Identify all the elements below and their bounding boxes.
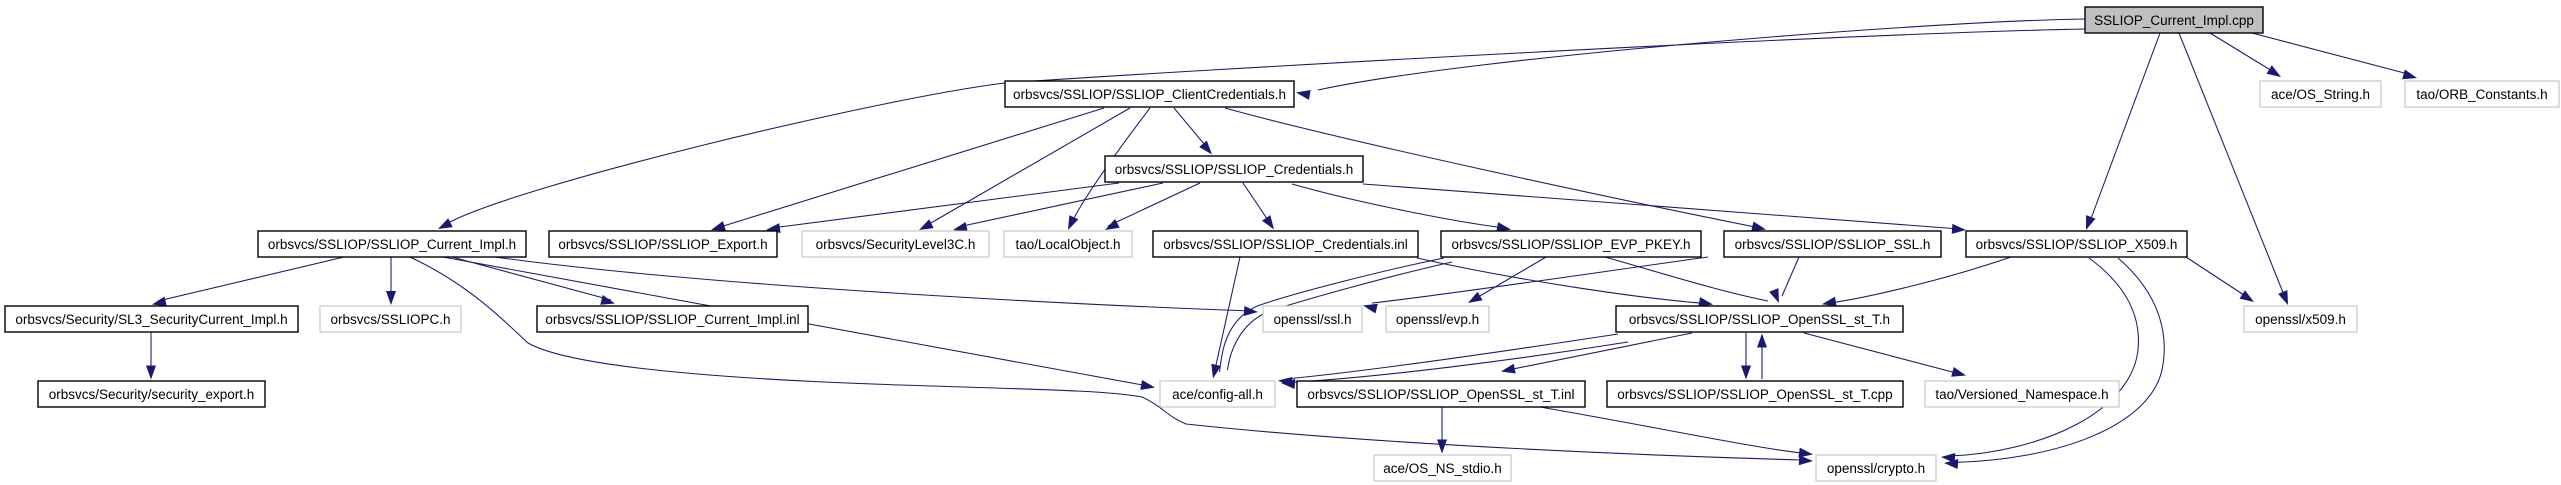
svg-text:orbsvcs/SSLIOP/SSLIOP_SSL.h: orbsvcs/SSLIOP/SSLIOP_SSL.h xyxy=(1735,237,1931,252)
svg-text:tao/ORB_Constants.h: tao/ORB_Constants.h xyxy=(2416,87,2547,102)
svg-text:orbsvcs/SSLIOPC.h: orbsvcs/SSLIOPC.h xyxy=(330,312,450,327)
svg-text:orbsvcs/SSLIOP/SSLIOP_Current_: orbsvcs/SSLIOP/SSLIOP_Current_Impl.h xyxy=(268,237,516,252)
svg-text:orbsvcs/Security/SL3_SecurityC: orbsvcs/Security/SL3_SecurityCurrent_Imp… xyxy=(15,312,287,327)
svg-text:ace/config-all.h: ace/config-all.h xyxy=(1172,387,1263,402)
svg-text:orbsvcs/SSLIOP/SSLIOP_Credenti: orbsvcs/SSLIOP/SSLIOP_Credentials.inl xyxy=(1163,237,1408,252)
svg-text:openssl/x509.h: openssl/x509.h xyxy=(2255,312,2346,327)
svg-text:orbsvcs/SSLIOP/SSLIOP_X509.h: orbsvcs/SSLIOP/SSLIOP_X509.h xyxy=(1976,237,2178,252)
svg-text:orbsvcs/SecurityLevel3C.h: orbsvcs/SecurityLevel3C.h xyxy=(816,237,976,252)
svg-text:orbsvcs/SSLIOP/SSLIOP_EVP_PKEY: orbsvcs/SSLIOP/SSLIOP_EVP_PKEY.h xyxy=(1451,237,1690,252)
svg-text:SSLIOP_Current_Impl.cpp: SSLIOP_Current_Impl.cpp xyxy=(2094,13,2254,28)
svg-text:orbsvcs/Security/security_expo: orbsvcs/Security/security_export.h xyxy=(49,387,255,402)
svg-text:openssl/crypto.h: openssl/crypto.h xyxy=(1827,461,1925,476)
svg-text:orbsvcs/SSLIOP/SSLIOP_OpenSSL_: orbsvcs/SSLIOP/SSLIOP_OpenSSL_st_T.cpp xyxy=(1617,387,1892,402)
svg-text:orbsvcs/SSLIOP/SSLIOP_OpenSSL_: orbsvcs/SSLIOP/SSLIOP_OpenSSL_st_T.h xyxy=(1629,312,1890,327)
svg-text:orbsvcs/SSLIOP/SSLIOP_OpenSSL_: orbsvcs/SSLIOP/SSLIOP_OpenSSL_st_T.inl xyxy=(1307,387,1574,402)
svg-text:openssl/ssl.h: openssl/ssl.h xyxy=(1273,312,1351,327)
svg-text:ace/OS_NS_stdio.h: ace/OS_NS_stdio.h xyxy=(1383,461,1502,476)
svg-text:orbsvcs/SSLIOP/SSLIOP_Credenti: orbsvcs/SSLIOP/SSLIOP_Credentials.h xyxy=(1115,162,1354,177)
svg-text:tao/LocalObject.h: tao/LocalObject.h xyxy=(1015,237,1120,252)
svg-text:tao/Versioned_Namespace.h: tao/Versioned_Namespace.h xyxy=(1935,387,2108,402)
svg-text:openssl/evp.h: openssl/evp.h xyxy=(1396,312,1479,327)
svg-text:orbsvcs/SSLIOP/SSLIOP_Export.h: orbsvcs/SSLIOP/SSLIOP_Export.h xyxy=(558,237,767,252)
svg-text:orbsvcs/SSLIOP/SSLIOP_ClientCr: orbsvcs/SSLIOP/SSLIOP_ClientCredentials.… xyxy=(1013,87,1286,102)
svg-text:orbsvcs/SSLIOP/SSLIOP_Current_: orbsvcs/SSLIOP/SSLIOP_Current_Impl.inl xyxy=(545,312,799,327)
svg-text:ace/OS_String.h: ace/OS_String.h xyxy=(2271,87,2370,102)
